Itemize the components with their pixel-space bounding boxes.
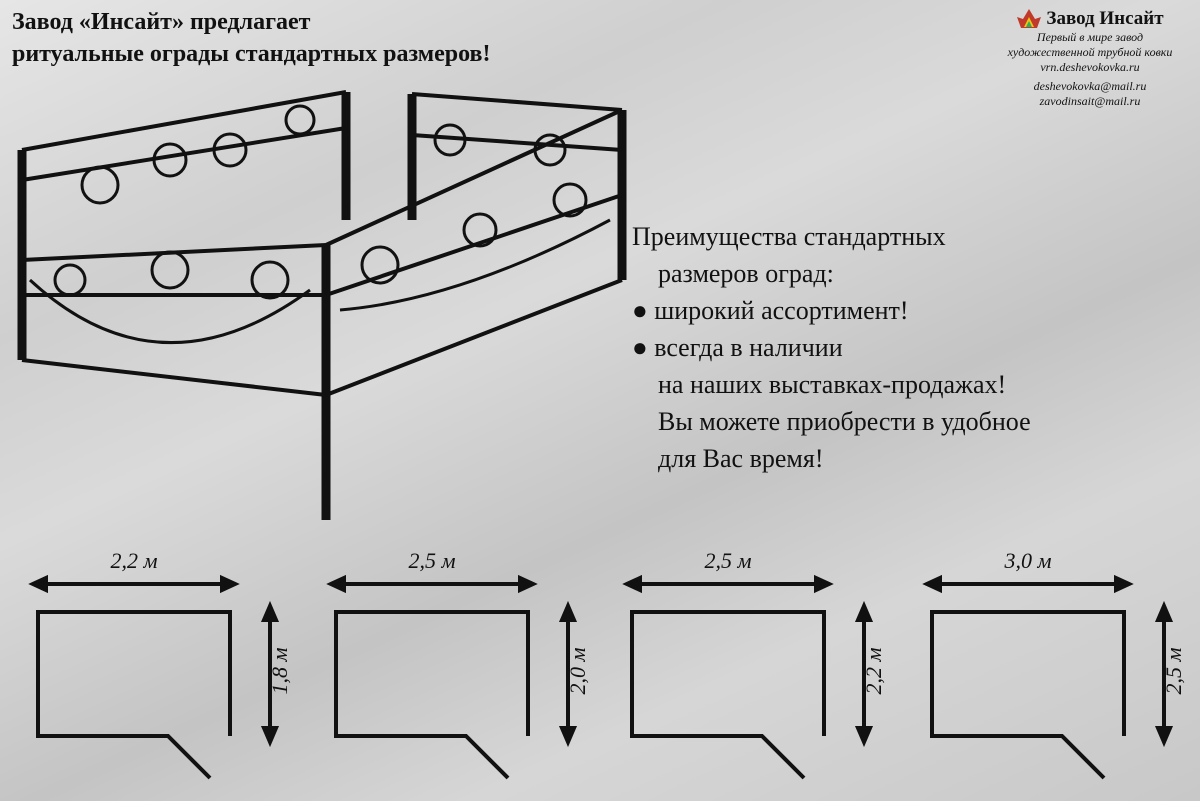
fence-plan-icon <box>922 574 1174 780</box>
fence-plan-icon <box>326 574 578 780</box>
size-diagram: 2,5 м 2,0 м <box>318 548 618 798</box>
tagline-1: Первый в мире завод <box>1036 30 1144 44</box>
width-label: 2,2 м <box>110 548 158 573</box>
benefit-item: ● широкий ассортимент! <box>632 296 909 325</box>
crown-logo-icon <box>1017 9 1042 28</box>
width-label: 2,5 м <box>704 548 752 573</box>
tagline-2: художественной трубной ковки <box>1007 45 1173 59</box>
website-link[interactable]: vrn.deshevokovka.ru <box>1040 60 1140 74</box>
headline-line-2: ритуальные ограды стандартных размеров! <box>12 41 491 67</box>
width-label: 3,0 м <box>1004 548 1052 573</box>
headline-line-1: Завод «Инсайт» предлагает <box>12 9 311 35</box>
fence-illustration <box>17 90 627 520</box>
size-diagram: 2,5 м 2,2 м <box>614 548 914 798</box>
benefits-heading-1: Преимущества стандартных <box>632 222 946 251</box>
size-diagram: 2,2 м 1,8 м <box>20 548 320 798</box>
benefit-item: ● всегда в наличии <box>632 333 843 362</box>
benefits-heading-2: размеров оград: <box>658 259 834 288</box>
benefit-text: на наших выставках-продажах! <box>658 370 1007 399</box>
length-label: 1,8 м <box>267 647 292 695</box>
fence-plan-icon <box>622 574 874 780</box>
benefit-text: для Вас время! <box>658 444 824 473</box>
length-label: 2,2 м <box>861 647 886 695</box>
email-link-1[interactable]: deshevokovka@mail.ru <box>1033 79 1147 93</box>
length-label: 2,0 м <box>565 647 590 695</box>
email-link-2[interactable]: zavodinsait@mail.ru <box>1039 94 1141 108</box>
company-name: Завод Инсайт <box>1046 8 1164 29</box>
fence-plan-icon <box>28 574 280 780</box>
headline: Завод «Инсайт» предлагает ритуальные огр… <box>12 6 491 70</box>
benefit-text: Вы можете приобрести в удобное <box>658 407 1031 436</box>
company-logo-block: Завод Инсайт Первый в мире завод художес… <box>985 8 1195 109</box>
length-label: 2,5 м <box>1161 647 1186 695</box>
size-diagram: 3,0 м 2,5 м <box>914 548 1200 798</box>
benefits-list: Преимущества стандартных размеров оград:… <box>632 218 1031 477</box>
width-label: 2,5 м <box>408 548 456 573</box>
